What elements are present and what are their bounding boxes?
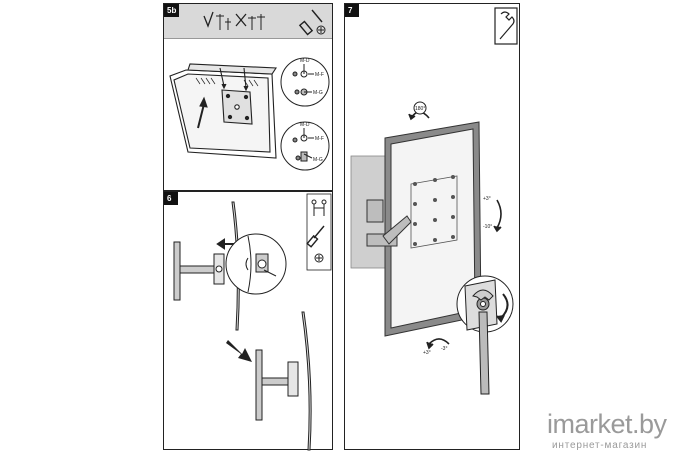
check-icon <box>203 11 214 28</box>
step-6-illustration <box>173 193 332 451</box>
tv-frame <box>384 121 482 337</box>
rotate-180-icon <box>408 101 430 121</box>
step-number: 7 <box>345 4 359 17</box>
rotation-label: 180° <box>415 106 425 112</box>
label-m-d-bottom: M-D <box>300 122 310 128</box>
screwdriver-icon <box>306 225 325 248</box>
panel-step-5b: 5b <box>163 3 333 191</box>
label-m-d-top: M-D <box>300 58 310 64</box>
label-m-f-bottom: M-F <box>315 136 324 142</box>
screwdriver-icon <box>298 9 323 36</box>
assembled-view <box>255 311 312 451</box>
tighten-arrow-icon <box>496 293 509 323</box>
label-m-g-bottom: M-G <box>313 157 323 163</box>
panel-step-6: 6 <box>163 191 333 451</box>
wrench-tool <box>472 289 494 395</box>
tv-back-drawing <box>169 63 277 159</box>
swivel-arm <box>366 199 412 247</box>
cross-icon <box>235 13 247 27</box>
detail-circle <box>225 233 287 295</box>
tilt-down-label: -10° <box>483 224 492 230</box>
step-number: 6 <box>164 192 178 205</box>
watermark-brand: imarket.by <box>547 409 667 439</box>
swivel-arrow-icon <box>426 338 450 350</box>
screw-set-icon <box>216 14 231 30</box>
step-number: 5b <box>164 4 180 17</box>
swivel-right-label: -3° <box>441 346 447 352</box>
label-m-g-top: M-G <box>313 90 323 96</box>
tilt-arrow-icon <box>493 199 502 233</box>
detail-circle-bottom <box>280 121 330 171</box>
wall-arm-drawing <box>173 241 225 301</box>
tilt-up-label: +3° <box>483 196 491 202</box>
panel-step-7: 7 <box>344 3 520 450</box>
two-persons-icon <box>311 199 327 216</box>
watermark-subtitle: интернет-магазин <box>552 440 648 451</box>
step-5b-illustration: M-D M-F M-G M-D M-F M-G <box>169 9 330 171</box>
label-m-f-top: M-F <box>315 72 324 78</box>
wrench-icon <box>494 7 518 45</box>
swivel-left-label: +3° <box>423 350 431 356</box>
detail-circle-top <box>280 57 330 107</box>
phillips-head-icon <box>316 25 326 35</box>
next-arrow-icon <box>226 340 252 362</box>
phillips-head-icon <box>314 253 324 263</box>
step-7-illustration: 180° +3° -10° +3° -3° <box>350 7 518 395</box>
screw-set-alt-icon <box>248 14 265 30</box>
